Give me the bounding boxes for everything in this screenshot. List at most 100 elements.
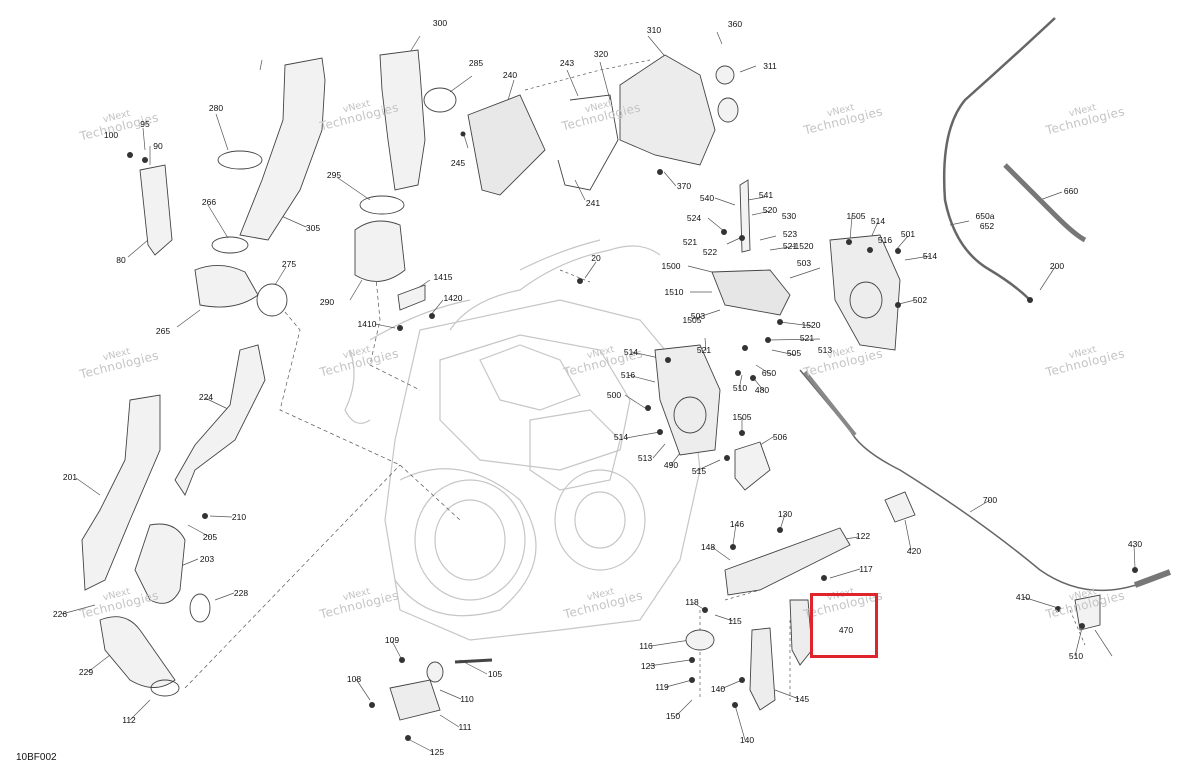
part-callout[interactable]: 523 [782,229,798,239]
part-callout[interactable]: 200 [1049,261,1065,271]
part-callout-highlighted[interactable]: 470 [838,625,854,635]
part-callout[interactable]: 310 [646,25,662,35]
part-callout[interactable]: 105 [487,669,503,679]
part-callout[interactable]: 521 [782,241,798,251]
highlight-frame-part-145[interactable] [810,593,878,658]
part-callout[interactable]: 122 [855,531,871,541]
part-callout[interactable]: 266 [201,197,217,207]
part-callout[interactable]: 520 [762,205,778,215]
part-callout[interactable]: 650a [975,211,995,221]
part-callout[interactable]: 1505 [846,211,866,221]
part-callout[interactable]: 201 [62,472,78,482]
part-callout[interactable]: 285 [468,58,484,68]
part-callout[interactable]: 228 [233,588,249,598]
part-callout[interactable]: 503 [796,258,812,268]
part-callout[interactable]: 514 [922,251,938,261]
part-callout[interactable]: 360 [727,19,743,29]
part-callout[interactable]: 130 [777,509,793,519]
part-callout[interactable]: 140 [739,735,755,745]
part-callout[interactable]: 1510 [664,287,684,297]
part-callout[interactable]: 1410 [357,319,377,329]
part-callout[interactable]: 516 [877,235,893,245]
part-callout[interactable]: 205 [202,532,218,542]
part-callout[interactable]: 521 [696,345,712,355]
part-callout[interactable]: 116 [639,641,653,651]
part-callout[interactable]: 123 [640,661,656,671]
part-callout[interactable]: 95 [140,119,150,129]
part-callout[interactable]: 90 [153,141,163,151]
part-callout[interactable]: 510 [732,383,748,393]
part-callout[interactable]: 515 [691,466,707,476]
part-callout[interactable]: 1505 [682,315,702,325]
part-callout[interactable]: 305 [305,223,321,233]
part-callout[interactable]: 514 [623,347,639,357]
part-callout[interactable]: 540 [699,193,715,203]
part-callout[interactable]: 125 [429,747,445,757]
part-callout[interactable]: 118 [685,597,699,607]
part-callout[interactable]: 241 [585,198,601,208]
part-callout[interactable]: 210 [231,512,247,522]
part-callout[interactable]: 275 [281,259,297,269]
part-callout[interactable]: 522 [702,247,718,257]
part-callout[interactable]: 530 [781,211,797,221]
part-callout[interactable]: 521 [799,333,815,343]
part-callout[interactable]: 516 [620,370,636,380]
part-callout[interactable]: 320 [593,49,609,59]
part-callout[interactable]: 1520 [801,320,821,330]
part-callout[interactable]: 112 [122,715,136,725]
part-callout[interactable]: 524 [686,213,702,223]
part-callout[interactable]: 660 [1063,186,1079,196]
part-callout[interactable]: 109 [384,635,400,645]
part-callout[interactable]: 521 [682,237,698,247]
part-callout[interactable]: 148 [700,542,716,552]
part-callout[interactable]: 280 [208,103,224,113]
part-callout[interactable]: 1500 [661,261,681,271]
part-callout[interactable]: 652 [979,221,995,231]
part-callout[interactable]: 480 [754,385,770,395]
part-callout[interactable]: 513 [817,345,833,355]
part-callout[interactable]: 510 [1068,651,1084,661]
part-callout[interactable]: 370 [676,181,692,191]
part-callout[interactable]: 119 [655,682,669,692]
part-callout[interactable]: 513 [637,453,653,463]
part-callout[interactable]: 541 [758,190,774,200]
part-callout[interactable]: 20 [591,253,601,263]
part-callout[interactable]: 240 [502,70,518,80]
part-callout[interactable]: 300 [432,18,448,28]
part-callout[interactable]: 505 [786,348,802,358]
part-callout[interactable]: 295 [326,170,342,180]
part-callout[interactable]: 500 [606,390,622,400]
part-callout[interactable]: 115 [728,616,742,626]
part-callout[interactable]: 506 [772,432,788,442]
part-callout[interactable]: 290 [319,297,335,307]
part-callout[interactable]: 100 [103,130,119,140]
part-callout[interactable]: 150 [665,711,681,721]
part-callout[interactable]: 224 [198,392,214,402]
part-callout[interactable]: 514 [870,216,886,226]
part-callout[interactable]: 410 [1015,592,1031,602]
part-callout[interactable]: 229 [78,667,94,677]
part-callout[interactable]: 514 [613,432,629,442]
part-callout[interactable]: 430 [1127,539,1143,549]
part-callout[interactable]: 420 [906,546,922,556]
part-callout[interactable]: 80 [116,255,126,265]
part-callout[interactable]: 140 [710,684,726,694]
part-callout[interactable]: 226 [52,609,68,619]
part-callout[interactable]: 265 [155,326,171,336]
part-callout[interactable]: 1415 [433,272,453,282]
part-callout[interactable]: 700 [982,495,998,505]
part-callout[interactable]: 146 [729,519,745,529]
part-callout[interactable]: 1505 [732,412,752,422]
part-callout[interactable]: 1520 [794,241,814,251]
part-callout[interactable]: 110 [460,694,474,704]
part-callout[interactable]: 203 [199,554,215,564]
part-callout[interactable]: 501 [900,229,916,239]
part-callout[interactable]: 650 [761,368,777,378]
part-callout[interactable]: 502 [912,295,928,305]
part-callout[interactable]: 490 [663,460,679,470]
part-callout[interactable]: 245 [450,158,466,168]
part-callout[interactable]: 503 [690,311,706,321]
part-callout[interactable]: 111 [458,722,472,732]
part-callout[interactable]: 243 [559,58,575,68]
part-callout[interactable]: 108 [346,674,362,684]
